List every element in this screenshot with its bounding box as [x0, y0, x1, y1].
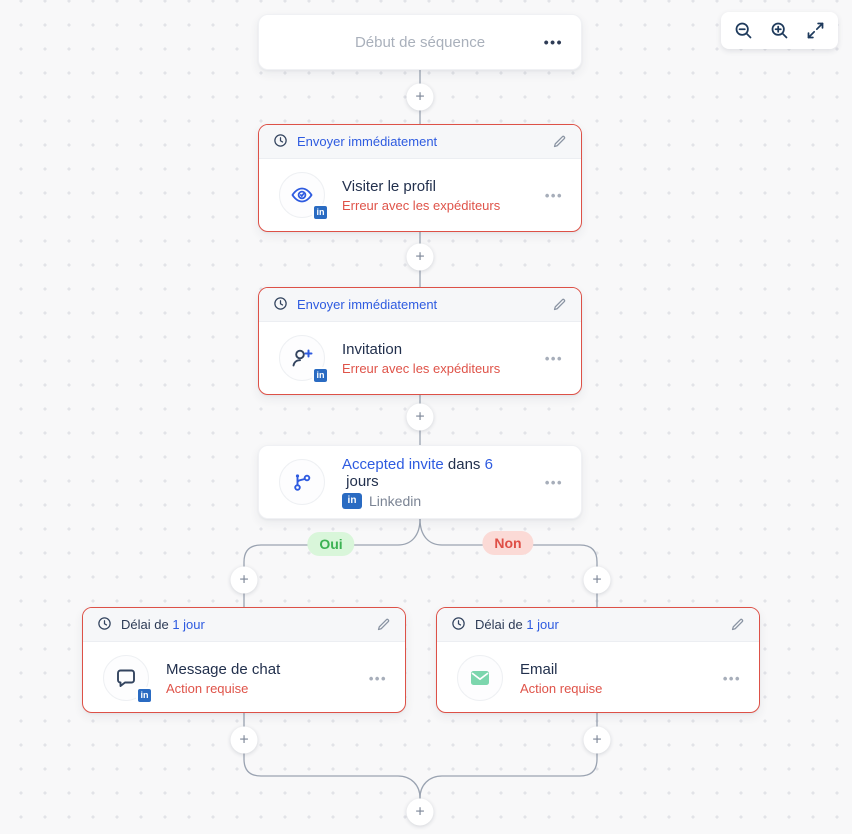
add-step-button[interactable]: +: [230, 726, 258, 754]
condition-connector-word: dans: [443, 455, 485, 473]
zoom-in-icon[interactable]: [769, 20, 790, 41]
envelope-icon: [457, 655, 503, 701]
fullscreen-icon[interactable]: [805, 20, 826, 41]
node-title: Email: [520, 660, 558, 678]
add-step-button[interactable]: +: [230, 566, 258, 594]
condition-event[interactable]: Accepted invite: [342, 455, 444, 473]
node-error-status: Erreur avec les expéditeurs: [342, 197, 501, 213]
condition-body: Accepted invite dans 6 jours in Linkedin…: [259, 446, 581, 518]
condition-node-card[interactable]: Accepted invite dans 6 jours in Linkedin…: [258, 445, 582, 519]
zoom-toolbar: [721, 12, 838, 49]
node-title: Message de chat: [166, 660, 281, 678]
branch-no-label: Non: [482, 531, 534, 555]
clock-icon: [273, 296, 288, 314]
add-step-button[interactable]: +: [406, 798, 434, 826]
branch-icon: [279, 459, 325, 505]
timing-label: Envoyer immédiatement: [297, 134, 438, 149]
linkedin-badge: in: [312, 367, 329, 384]
condition-delay-unit: jours: [342, 472, 379, 490]
timing-label: Envoyer immédiatement: [297, 297, 438, 312]
chat-bubble-icon: in: [103, 655, 153, 704]
linkedin-badge: in: [342, 492, 362, 509]
invitation-node-card[interactable]: Envoyer immédiatement in Invitation Erre…: [258, 287, 582, 395]
condition-delay-value[interactable]: 6: [484, 455, 493, 473]
user-plus-icon: in: [279, 335, 329, 384]
visit-profile-node-card[interactable]: Envoyer immédiatement in Visiter le prof…: [258, 124, 582, 232]
node-menu-button[interactable]: •••: [722, 670, 741, 686]
add-step-button[interactable]: +: [583, 566, 611, 594]
clock-icon: [451, 616, 466, 634]
chat-message-body: in Message de chat Action requise •••: [83, 642, 405, 714]
network-name: Linkedin: [369, 492, 422, 509]
add-step-button[interactable]: +: [406, 403, 434, 431]
clock-icon: [273, 133, 288, 151]
invitation-header: Envoyer immédiatement: [259, 288, 581, 322]
start-node-card[interactable]: Début de séquence •••: [258, 14, 582, 70]
chat-message-node-card[interactable]: Délai de 1 jour in Message de chat Actio…: [82, 607, 406, 713]
visit-profile-body: in Visiter le profil Erreur avec les exp…: [259, 159, 581, 231]
eye-icon: in: [279, 172, 329, 221]
edit-pencil-icon[interactable]: [730, 617, 745, 632]
edit-pencil-icon[interactable]: [552, 134, 567, 149]
condition-network-row: in Linkedin: [342, 492, 528, 509]
email-header: Délai de 1 jour: [437, 608, 759, 642]
chat-message-header: Délai de 1 jour: [83, 608, 405, 642]
node-title: Invitation: [342, 340, 403, 358]
add-step-button[interactable]: +: [583, 726, 611, 754]
start-node-menu-button[interactable]: •••: [543, 34, 563, 50]
delay-label: Délai de 1 jour: [121, 617, 205, 632]
condition-title: Accepted invite dans 6 jours: [342, 456, 528, 490]
node-menu-button[interactable]: •••: [544, 350, 563, 366]
add-step-button[interactable]: +: [406, 243, 434, 271]
email-node-card[interactable]: Délai de 1 jour Email Action requise •••: [436, 607, 760, 713]
clock-icon: [97, 616, 112, 634]
node-error-status: Action requise: [520, 680, 603, 696]
visit-profile-header: Envoyer immédiatement: [259, 125, 581, 159]
zoom-out-icon[interactable]: [733, 20, 754, 41]
start-node-title: Début de séquence: [354, 33, 486, 51]
add-step-button[interactable]: +: [406, 83, 434, 111]
node-error-status: Erreur avec les expéditeurs: [342, 360, 501, 376]
edit-pencil-icon[interactable]: [376, 617, 391, 632]
delay-label: Délai de 1 jour: [475, 617, 559, 632]
email-body: Email Action requise •••: [437, 642, 759, 714]
edit-pencil-icon[interactable]: [552, 297, 567, 312]
branch-yes-label: Oui: [307, 532, 355, 556]
linkedin-badge: in: [312, 204, 329, 221]
invitation-body: in Invitation Erreur avec les expéditeur…: [259, 322, 581, 394]
node-title: Visiter le profil: [342, 177, 436, 195]
linkedin-badge: in: [136, 687, 153, 704]
node-menu-button[interactable]: •••: [544, 187, 563, 203]
node-menu-button[interactable]: •••: [368, 670, 387, 686]
node-menu-button[interactable]: •••: [544, 474, 563, 490]
node-error-status: Action requise: [166, 680, 249, 696]
